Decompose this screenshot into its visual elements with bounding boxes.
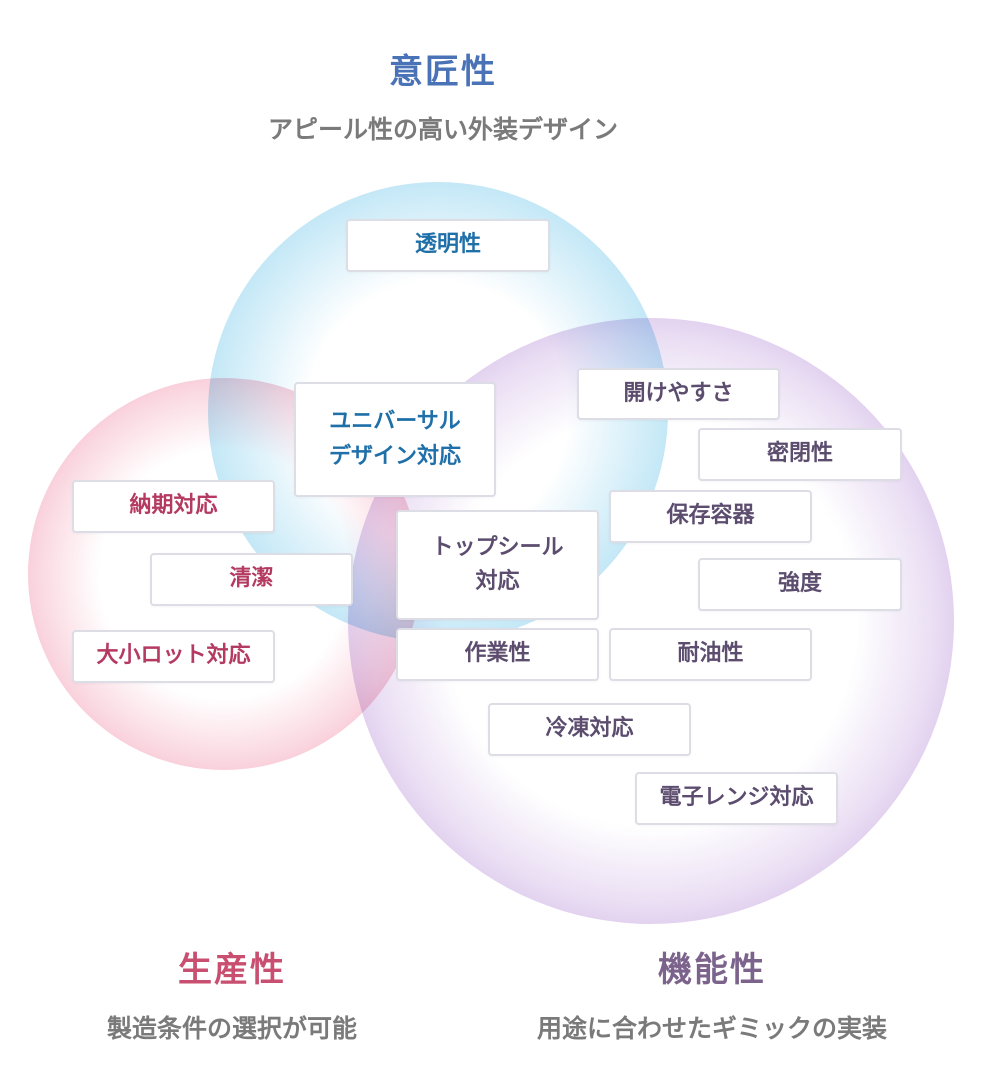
tag-cleanliness: 清潔 xyxy=(150,553,353,606)
tag-delivery: 納期対応 xyxy=(72,480,275,533)
tag-transparency: 透明性 xyxy=(346,219,550,272)
tag-storage-container: 保存容器 xyxy=(609,490,812,543)
tag-easy-open: 開けやすさ xyxy=(577,368,780,420)
tag-airtight: 密閉性 xyxy=(698,428,902,481)
tag-freezing: 冷凍対応 xyxy=(488,703,691,756)
tag-strength: 強度 xyxy=(698,558,902,611)
tag-small-lot: 大小ロット対応 xyxy=(72,630,275,683)
tag-top-seal: トップシール 対応 xyxy=(396,510,599,620)
functionality-title: 機能性 xyxy=(658,950,766,990)
design-subtitle: アピール性の高い外装デザイン xyxy=(267,115,618,144)
tag-universal-design: ユニバーサル デザイン対応 xyxy=(294,382,496,497)
functionality-subtitle: 用途に合わせたギミックの実装 xyxy=(536,1014,887,1043)
tag-workability: 作業性 xyxy=(396,628,599,681)
tag-microwave: 電子レンジ対応 xyxy=(635,772,838,825)
design-title: 意匠性 xyxy=(389,52,497,92)
productivity-title: 生産性 xyxy=(178,950,286,990)
tag-oil-resistance: 耐油性 xyxy=(609,628,812,681)
productivity-subtitle: 製造条件の選択が可能 xyxy=(106,1014,357,1043)
